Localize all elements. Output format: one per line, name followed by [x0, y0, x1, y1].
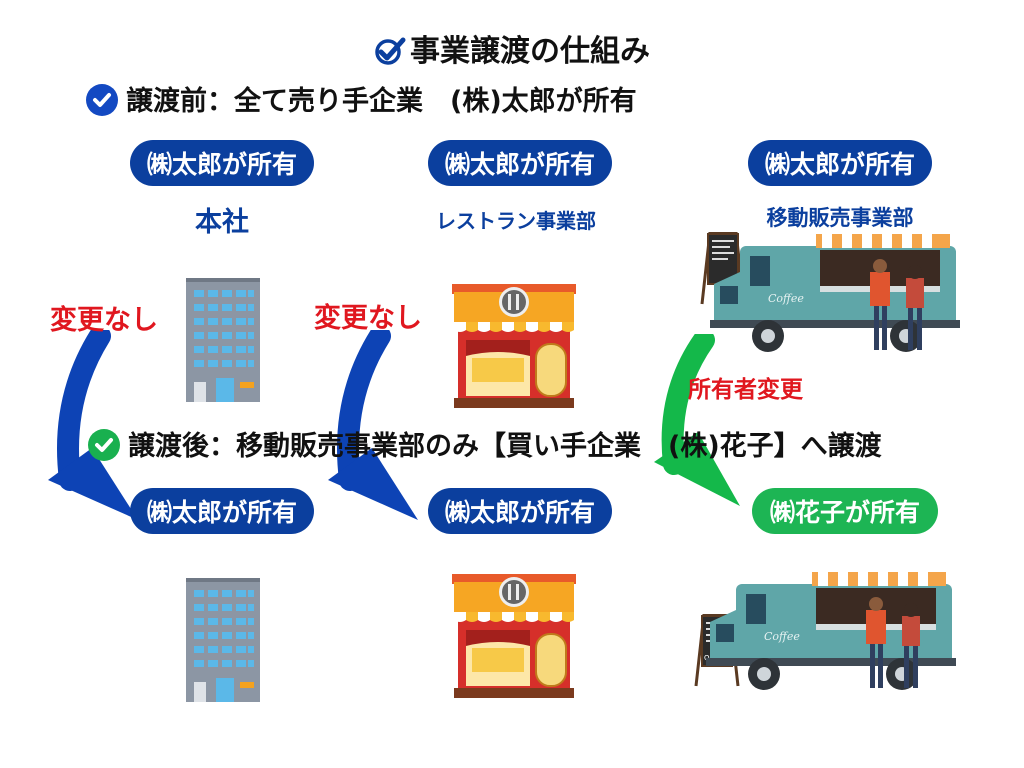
food-truck-illustration-before: Coffee	[710, 234, 960, 352]
owner-badge-hq-after: ㈱太郎が所有	[130, 488, 314, 534]
truck-sign-text-after: Coffee	[764, 630, 800, 643]
food-truck-illustration-after: Coffee	[706, 572, 956, 690]
after-heading-text: 譲渡後：移動販売事業部のみ【買い手企業 (株)花子】へ譲渡	[128, 431, 882, 462]
no-change-label-restaurant: 変更なし	[314, 303, 422, 334]
no-change-label-hq: 変更なし	[50, 305, 158, 336]
check-circle-icon	[86, 84, 118, 116]
owner-badge-mobile-before: ㈱太郎が所有	[748, 140, 932, 186]
owner-badge-restaurant-after: ㈱太郎が所有	[428, 488, 612, 534]
check-circle-green-icon	[88, 429, 120, 461]
before-heading: 譲渡前：全て売り手企業 (株)太郎が所有	[86, 79, 637, 118]
owner-change-label: 所有者変更	[688, 377, 803, 403]
dept-label-mobile: 移動販売事業部	[766, 206, 914, 230]
dept-label-hq: 本社	[195, 207, 249, 238]
dept-label-restaurant: レストラン事業部	[436, 209, 596, 233]
restaurant-illustration-before	[451, 284, 577, 408]
owner-badge-mobile-after: ㈱花子が所有	[752, 488, 938, 534]
page-title: 事業譲渡の仕組み	[0, 26, 1024, 70]
blue-arrow-hq	[48, 330, 138, 520]
title-text: 事業譲渡の仕組み	[410, 34, 650, 69]
restaurant-illustration-after	[451, 574, 577, 698]
blue-arrow-restaurant	[328, 330, 418, 520]
after-heading: 譲渡後：移動販売事業部のみ【買い手企業 (株)花子】へ譲渡	[88, 424, 882, 463]
before-heading-text: 譲渡前：全て売り手企業 (株)太郎が所有	[126, 86, 637, 117]
building-illustration-before	[186, 278, 260, 402]
owner-badge-restaurant-before: ㈱太郎が所有	[428, 140, 612, 186]
owner-badge-hq-before: ㈱太郎が所有	[130, 140, 314, 186]
green-arrow-mobile	[654, 334, 740, 506]
truck-sign-text: Coffee	[768, 292, 804, 305]
check-icon	[374, 36, 406, 66]
building-illustration-after	[186, 578, 260, 702]
